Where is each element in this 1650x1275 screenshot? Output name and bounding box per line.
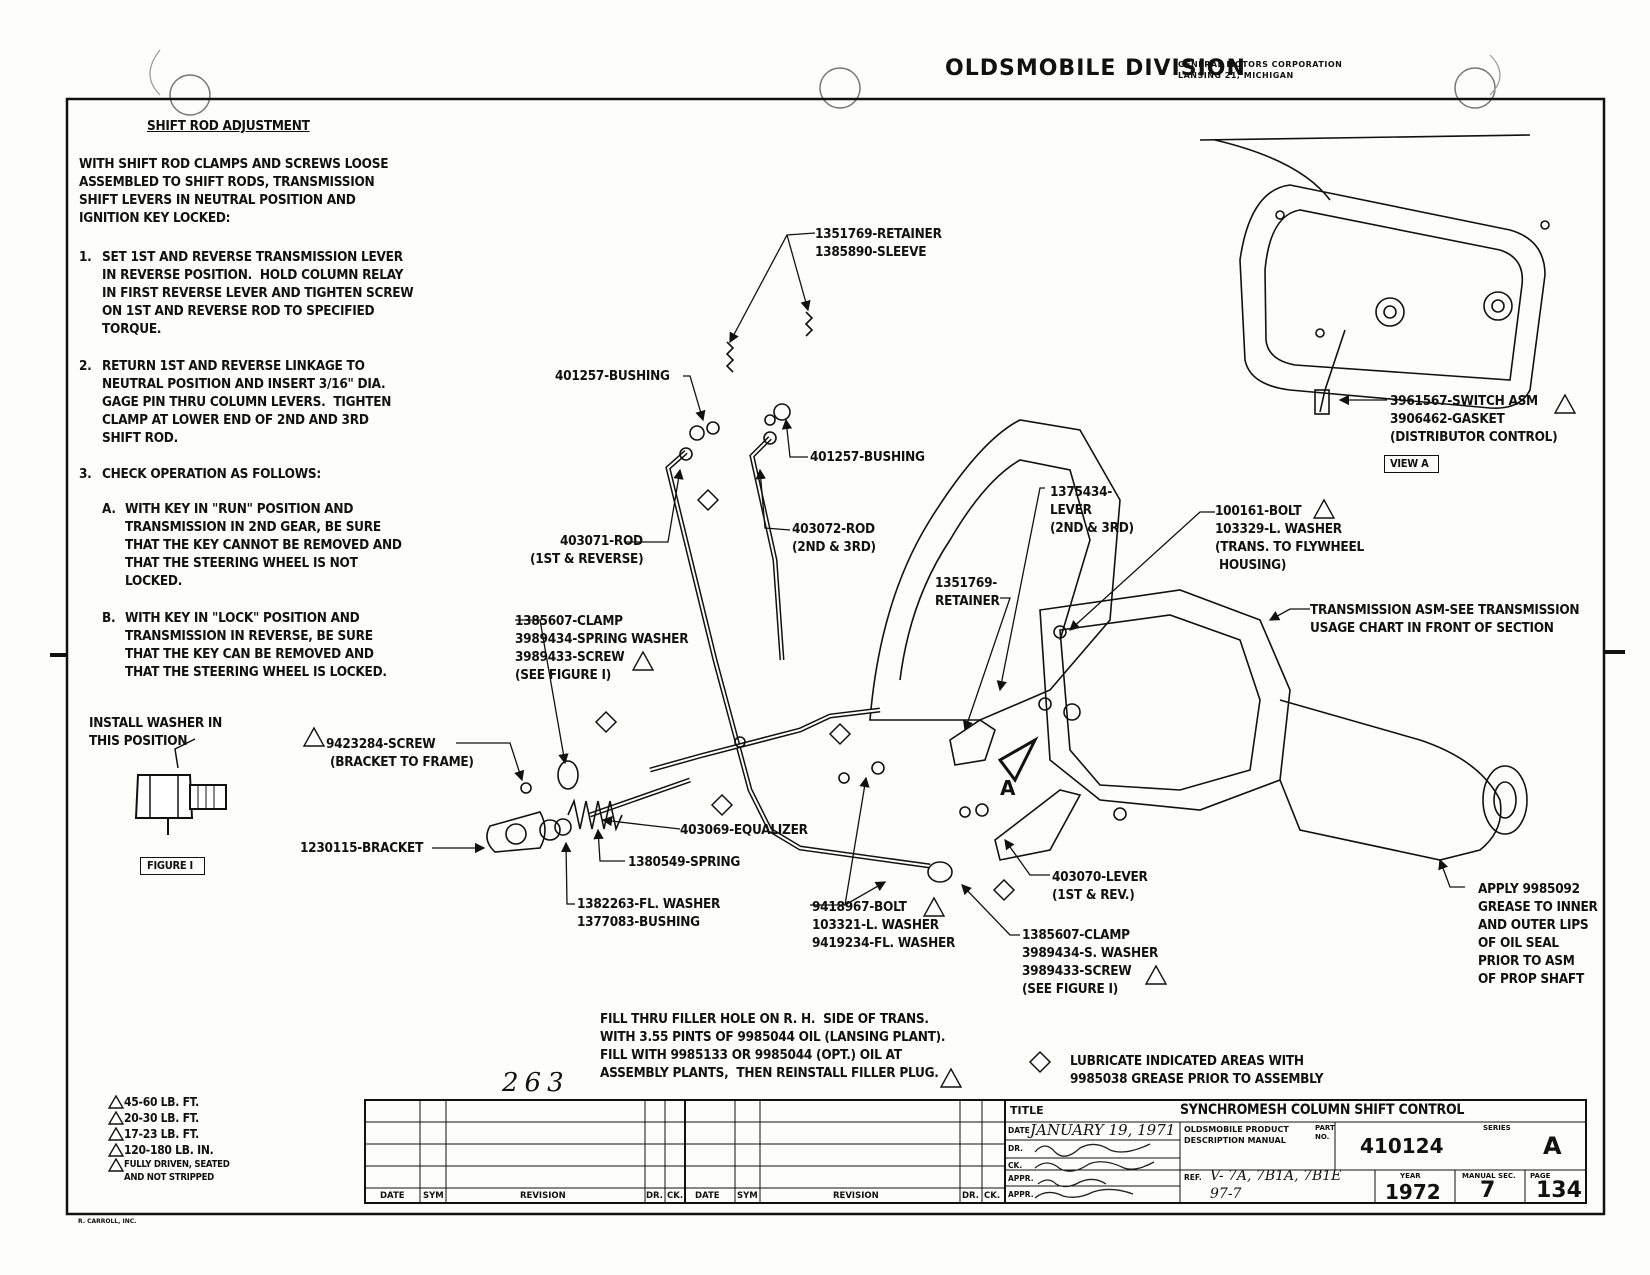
bellhousing	[869, 419, 1121, 721]
callout-clamp-top: 1385607-CLAMP 3989434-SPRING WASHER 3989…	[515, 613, 689, 683]
torque-legend-row: 20-30 LB. FT.	[108, 1110, 241, 1126]
product-manual: OLDSMOBILE PRODUCT DESCRIPTION MANUAL	[1184, 1125, 1289, 1145]
date-label: DATE	[1008, 1126, 1030, 1135]
appr-label-2: APPR.	[1008, 1190, 1034, 1199]
torque-triangle-icon	[108, 1143, 124, 1157]
torque-triangle-icon	[108, 1127, 124, 1141]
figure1-label-box: FIGURE I	[140, 857, 206, 875]
ref-value: V- 7A, 7B1A, 7B1E	[1210, 1168, 1342, 1184]
drawing-title: SYNCHROMESH COLUMN SHIFT CONTROL	[1180, 1102, 1465, 1118]
callout-clamp-bottom: 1385607-CLAMP 3989434-S. WASHER 3989433-…	[1022, 927, 1159, 997]
revision-headers: DATE SYM REVISION DR. CK. DATE SYM REVIS…	[380, 1191, 1001, 1201]
lever-1st-rev	[994, 789, 1082, 861]
handwritten-number: 263	[502, 1068, 570, 1098]
callout-grease-prop: APPLY 9985092 GREASE TO INNER AND OUTER …	[1478, 881, 1598, 987]
dr-label: DR.	[1008, 1144, 1023, 1153]
binder-hole-right	[1454, 67, 1496, 109]
page-number: 134	[1536, 1178, 1582, 1203]
extension-housing	[1279, 699, 1502, 861]
step-2-number: 2.	[79, 358, 92, 374]
callout-bolt-flywheel: 100161-BOLT 103329-L. WASHER (TRANS. TO …	[1215, 503, 1364, 573]
lever-2nd-3rd	[949, 719, 996, 766]
torque-legend-row: 45-60 LB. FT.	[108, 1094, 241, 1110]
series-value: A	[1543, 1132, 1562, 1160]
step-a-letter: A.	[102, 501, 116, 517]
callout-bushing-right: 401257-BUSHING	[810, 449, 925, 465]
step-b: WITH KEY IN "LOCK" POSITION AND TRANSMIS…	[125, 610, 387, 680]
view-a-label-box: VIEW A	[1384, 455, 1439, 473]
callout-retainer-mid: 1351769- RETAINER	[935, 575, 1000, 609]
year-label: YEAR	[1400, 1172, 1421, 1180]
spring	[567, 798, 623, 832]
title-label: TITLE	[1010, 1104, 1044, 1117]
corp-city: LANSING 21, MICHIGAN	[1178, 71, 1294, 80]
callout-screw-bracket: 9423284-SCREW (BRACKET TO FRAME)	[326, 736, 474, 770]
appr-label: APPR.	[1008, 1174, 1034, 1183]
leader-lines	[432, 232, 1465, 936]
callout-bolt-washers: 9418967-BOLT 103321-L. WASHER 9419234-FL…	[812, 899, 956, 951]
ref-value-2: 97-7	[1210, 1186, 1242, 1202]
step-1: SET 1ST AND REVERSE TRANSMISSION LEVER I…	[102, 249, 414, 337]
manual-sec-label: MANUAL SEC.	[1462, 1172, 1516, 1180]
page-label: PAGE	[1530, 1172, 1551, 1180]
callout-lever-2nd-3rd: 1375434- LEVER (2ND & 3RD)	[1050, 484, 1134, 536]
callout-bushing-left: 401257-BUSHING	[555, 368, 670, 384]
torque-triangle-icon	[108, 1095, 124, 1109]
figure1-label: FIGURE I	[147, 859, 193, 872]
callout-bracket: 1230115-BRACKET	[300, 840, 424, 856]
bracket	[486, 811, 546, 853]
torque-legend-row: FULLY DRIVEN, SEATED	[108, 1158, 241, 1172]
fill-note: FILL THRU FILLER HOLE ON R. H. SIDE OF T…	[600, 1011, 946, 1081]
callout-lever-1st-rev: 403070-LEVER (1ST & REV.)	[1052, 869, 1148, 903]
callout-rod-2nd-3rd: 403072-ROD (2ND & 3RD)	[792, 521, 876, 555]
torque-legend-row: AND NOT STRIPPED	[124, 1172, 214, 1183]
figure1-caption: INSTALL WASHER IN THIS POSITION	[89, 715, 223, 749]
printer-credit: R. CARROLL, INC.	[78, 1218, 137, 1225]
lube-markers	[594, 488, 1052, 1074]
callout-spring: 1380549-SPRING	[628, 854, 741, 870]
corp-name: GENERAL MOTORS CORPORATION	[1178, 60, 1343, 69]
torque-legend: 45-60 LB. FT. 20-30 LB. FT. 17-23 LB. FT…	[108, 1094, 241, 1184]
step-3-number: 3.	[79, 466, 92, 482]
step-2: RETURN 1ST AND REVERSE LINKAGE TO NEUTRA…	[102, 358, 392, 446]
view-a-cover	[1239, 184, 1546, 409]
series-label: SERIES	[1483, 1124, 1511, 1132]
figure1-drawing	[134, 738, 227, 835]
step-b-letter: B.	[102, 610, 116, 626]
callout-switch: 3961567-SWITCH ASM 3906462-GASKET (DISTR…	[1390, 393, 1558, 445]
callout-retainer-sleeve: 1351769-RETAINER 1385890-SLEEVE	[815, 226, 942, 260]
division-title: OLDSMOBILE DIVISION	[945, 56, 1246, 81]
instructions-title: SHIFT ROD ADJUSTMENT	[147, 118, 310, 134]
year-value: 1972	[1385, 1180, 1441, 1204]
binder-hole-center	[819, 67, 861, 109]
torque-legend-row: 17-23 LB. FT.	[108, 1126, 241, 1142]
part-number: 410124	[1360, 1134, 1444, 1158]
callout-equalizer: 403069-EQUALIZER	[680, 822, 808, 838]
view-a-label: VIEW A	[1390, 457, 1429, 470]
step-3: CHECK OPERATION AS FOLLOWS:	[102, 466, 321, 482]
callout-rod-1st-reverse: 403071-ROD (1ST & REVERSE)	[530, 533, 644, 567]
view-a-letter: A	[1000, 776, 1016, 800]
callout-transmission: TRANSMISSION ASM-SEE TRANSMISSION USAGE …	[1310, 602, 1580, 636]
binder-hole-left	[169, 74, 211, 116]
signatures	[1034, 1143, 1155, 1199]
callout-washer-bushing: 1382263-FL. WASHER 1377083-BUSHING	[577, 896, 721, 930]
drawing-date: JANUARY 19, 1971	[1030, 1121, 1176, 1139]
ref-label: REF.	[1184, 1173, 1202, 1182]
step-a: WITH KEY IN "RUN" POSITION AND TRANSMISS…	[125, 501, 402, 589]
ck-label: CK.	[1008, 1161, 1023, 1170]
torque-triangle-icon	[108, 1111, 124, 1125]
part-no-label: PART NO.	[1315, 1124, 1335, 1141]
lube-note: LUBRICATE INDICATED AREAS WITH 9985038 G…	[1070, 1053, 1324, 1087]
torque-legend-row: 120-180 LB. IN.	[108, 1142, 241, 1158]
step-1-number: 1.	[79, 249, 92, 265]
torque-markers	[302, 393, 1577, 1088]
manual-sec-value: 7	[1480, 1178, 1496, 1203]
instructions-intro: WITH SHIFT ROD CLAMPS AND SCREWS LOOSE A…	[79, 156, 389, 226]
torque-triangle-icon	[108, 1158, 124, 1172]
